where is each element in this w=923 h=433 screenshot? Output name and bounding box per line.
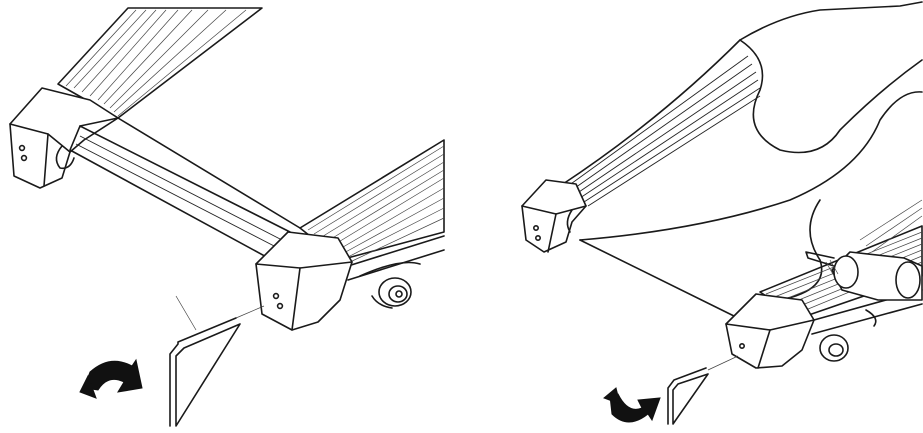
left-panel bbox=[9, 7, 445, 427]
left-end-cap-front bbox=[255, 231, 353, 331]
right-panel bbox=[521, 1, 923, 425]
left-wheel bbox=[359, 261, 421, 309]
clockwise-arrow-icon bbox=[79, 358, 143, 399]
rear-roller bbox=[69, 117, 301, 261]
lifted-belt bbox=[559, 1, 923, 319]
lubricant-bottle-icon bbox=[805, 251, 923, 301]
right-end-cap bbox=[521, 179, 587, 253]
allen-key-icon bbox=[169, 295, 265, 427]
right-wheel bbox=[819, 309, 877, 362]
allen-key-icon bbox=[667, 355, 739, 425]
counterclockwise-arrow-icon bbox=[603, 387, 661, 423]
left-end-cap bbox=[9, 87, 119, 189]
